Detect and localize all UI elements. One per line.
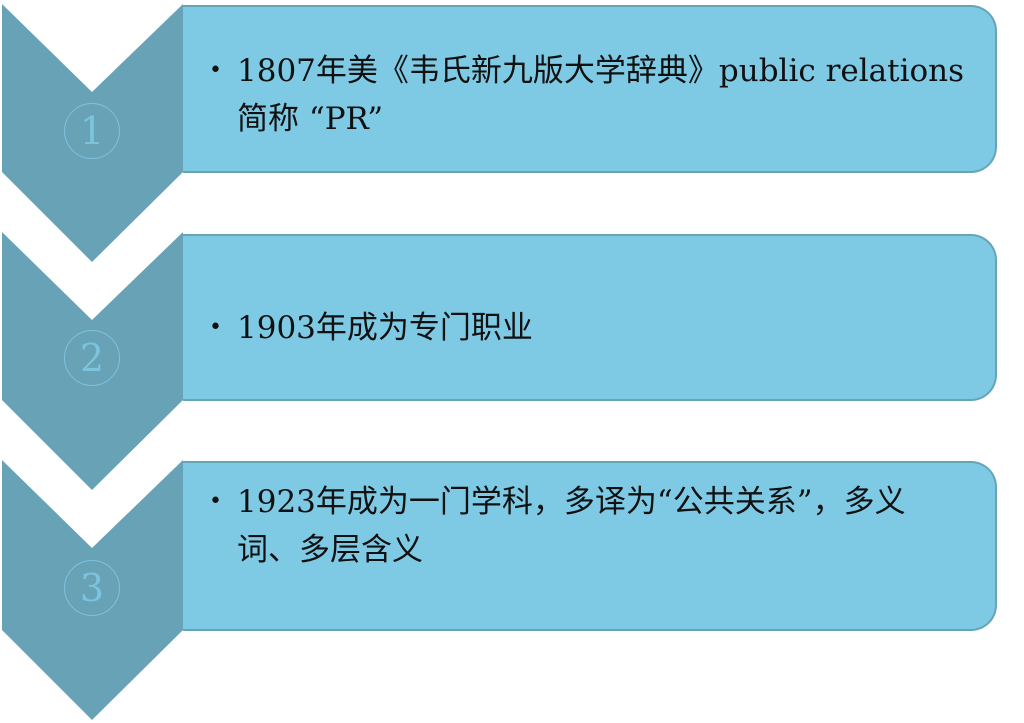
bullet-icon: • xyxy=(209,315,222,340)
step-bullet-item: • 1807年美《韦氏新九版大学辞典》public relations 简称 “… xyxy=(209,47,995,143)
step-number-2: 2 xyxy=(64,330,120,386)
bullet-icon: • xyxy=(209,58,222,83)
step-box-1: • 1807年美《韦氏新九版大学辞典》public relations 简称 “… xyxy=(183,5,997,173)
step-text: 1807年美《韦氏新九版大学辞典》public relations 简称 “PR… xyxy=(237,53,965,137)
step-bullet-item: • 1923年成为一门学科，多译为“公共关系”，多义词、多层含义 xyxy=(209,478,995,574)
step-text: 1903年成为专门职业 xyxy=(237,310,533,346)
step-box-3: • 1923年成为一门学科，多译为“公共关系”，多义词、多层含义 xyxy=(183,461,997,631)
step-number-3: 3 xyxy=(64,560,120,616)
step-number-label: 2 xyxy=(79,336,105,380)
step-number-label: 3 xyxy=(79,566,105,610)
step-bullet-item: • 1903年成为专门职业 xyxy=(209,304,995,352)
step-number-label: 1 xyxy=(79,109,105,153)
step-box-2: • 1903年成为专门职业 xyxy=(183,234,997,401)
step-number-1: 1 xyxy=(64,103,120,159)
bullet-icon: • xyxy=(209,489,222,514)
step-text: 1923年成为一门学科，多译为“公共关系”，多义词、多层含义 xyxy=(237,484,906,568)
